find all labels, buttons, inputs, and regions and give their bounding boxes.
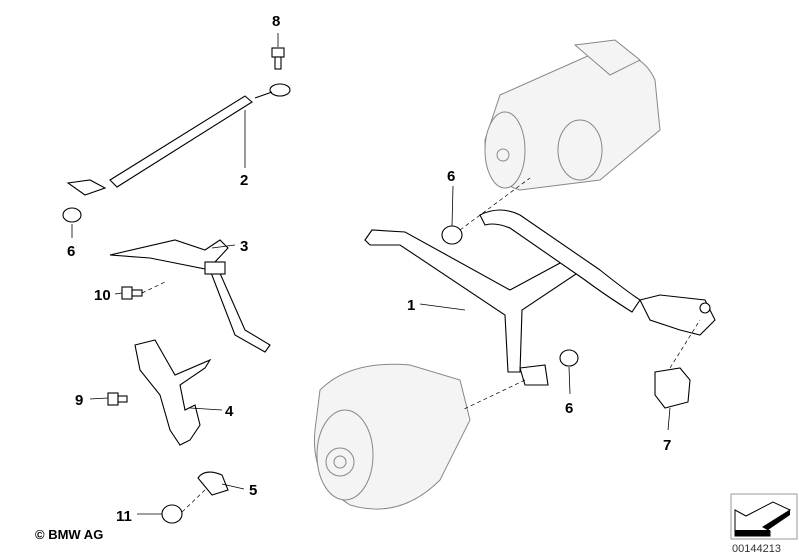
- copyright: © BMW AG: [35, 527, 103, 542]
- part-10-bolt: [121, 286, 143, 300]
- label-4: 4: [225, 403, 234, 420]
- part-4-bracket: [134, 339, 212, 446]
- starter-motor: [484, 39, 661, 191]
- part-6-nut-lower: [559, 349, 579, 367]
- label-7: 7: [663, 437, 671, 454]
- label-11: 11: [116, 508, 132, 525]
- label-9: 9: [75, 392, 83, 409]
- diagram-code: 00144213: [732, 543, 781, 555]
- label-6-lower: 6: [565, 400, 573, 417]
- label-5: 5: [249, 482, 257, 499]
- label-6: 6: [67, 243, 75, 260]
- part-8-bolt: [271, 47, 285, 70]
- label-6-upper: 6: [447, 168, 455, 185]
- label-2: 2: [240, 172, 248, 189]
- part-1-cable-assembly: [364, 209, 716, 386]
- part-2-battery-cable: [66, 83, 291, 196]
- part-9-bolt: [107, 392, 128, 406]
- part-11-nut: [161, 504, 183, 524]
- part-7-cap-nut: [654, 367, 691, 409]
- part-6-nut: [62, 207, 82, 223]
- part-5-clip: [197, 471, 229, 496]
- label-1: 1: [407, 297, 415, 314]
- label-3: 3: [240, 238, 248, 255]
- label-10: 10: [94, 287, 111, 304]
- part-6-nut-upper: [441, 225, 463, 245]
- direction-arrow-icon: [730, 493, 798, 540]
- label-8: 8: [272, 13, 280, 30]
- part-3-bracket: [109, 239, 271, 353]
- leader-lines: [71, 33, 701, 515]
- alternator: [313, 363, 471, 510]
